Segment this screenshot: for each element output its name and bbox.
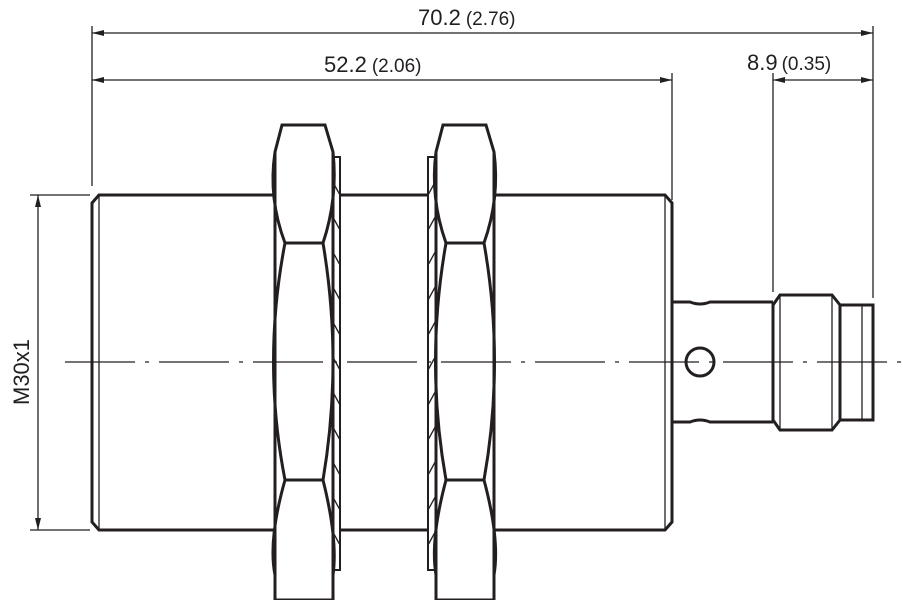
thread-label: M30x1: [9, 339, 34, 405]
overall-length-label: 70.2(2.76): [418, 5, 515, 30]
extension-lines: [30, 26, 874, 531]
lock-washer-right: [427, 156, 440, 571]
connector-length-label: 8.9(0.35): [747, 50, 831, 75]
body-length-label: 52.2(2.06): [324, 52, 421, 77]
